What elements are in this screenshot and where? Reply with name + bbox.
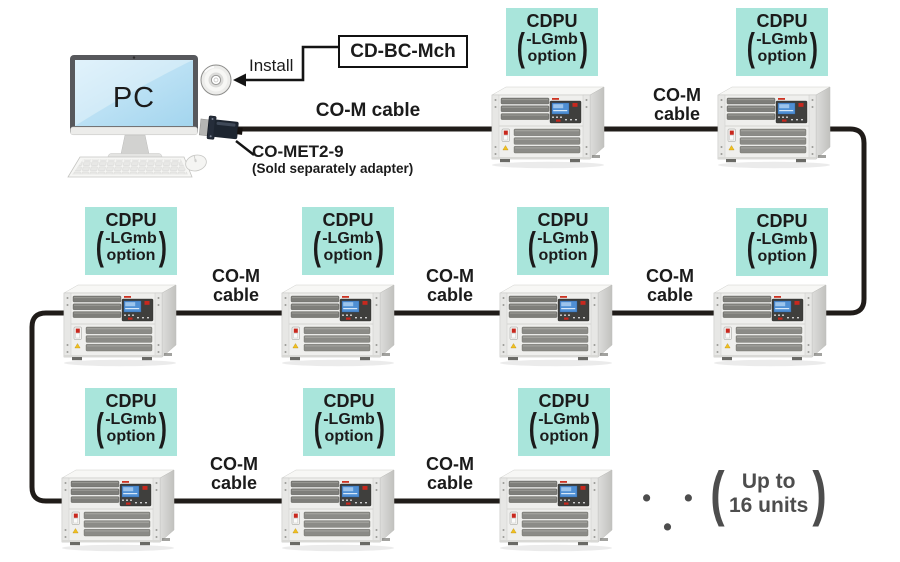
power-supply-unit (491, 86, 605, 169)
install-arrow (233, 45, 338, 87)
cable-label: CO-M cable (426, 266, 474, 305)
power-supply-unit (61, 469, 175, 552)
mouse (185, 154, 207, 172)
cable-label: CO-M cable (210, 454, 258, 493)
co-met2-9-adapter-icon (198, 115, 255, 156)
cable-label: CO-M cable (212, 266, 260, 305)
cable-label-top: CO-M cable (315, 100, 421, 121)
adapter-note: (Sold separately adapter) (252, 161, 414, 176)
adapter-name: CO-MET2-9 (252, 142, 344, 161)
install-label: Install (249, 56, 294, 75)
more-units-ellipsis: • • • (642, 484, 706, 541)
pc-illustration (67, 55, 207, 178)
power-supply-unit (717, 86, 831, 169)
cd-disc-icon (200, 64, 232, 96)
power-supply-unit (281, 469, 395, 552)
cable-label: CO-M cable (426, 454, 474, 493)
daisy-chain-cables (29, 126, 867, 504)
pc-label: PC (112, 82, 156, 114)
power-supply-unit (499, 284, 613, 367)
power-supply-unit (281, 284, 395, 367)
software-box-cd-bc-mch: CD-BC-Mch (338, 35, 468, 68)
capacity-note: ( Up to 16 units ) (710, 460, 827, 528)
cable-label: CO-M cable (653, 85, 701, 124)
power-supply-unit (499, 469, 613, 552)
power-supply-unit (713, 284, 827, 367)
power-supply-unit (63, 284, 177, 367)
keyboard (67, 156, 193, 178)
cable-label: CO-M cable (646, 266, 694, 305)
